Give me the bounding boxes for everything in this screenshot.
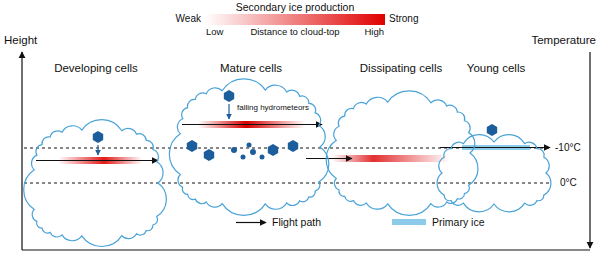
ice-fragment	[250, 149, 256, 155]
legend-entry: Flight path	[272, 216, 321, 228]
fall-arrow	[97, 145, 98, 155]
axis-label: Temperature	[531, 34, 596, 47]
gradient-bar	[205, 14, 385, 25]
scale-end: Low	[206, 27, 223, 38]
ice-crystal	[187, 140, 197, 152]
flight-path	[36, 160, 158, 161]
cloud-outline-path	[169, 79, 328, 216]
legend-title: Secondary ice production	[236, 1, 355, 13]
cloud-outline-path	[326, 91, 478, 216]
cloud-cell: Mature cells falling hydrometeors	[174, 62, 328, 210]
isotherm-label: 0°C	[560, 177, 577, 189]
cloud-outline	[26, 62, 166, 244]
legend-swatch	[392, 219, 426, 225]
ice-crystal	[288, 140, 298, 152]
legend-text: Primary ice	[432, 216, 485, 228]
cell-title: Developing cells	[54, 62, 138, 75]
cell-title: Young cells	[467, 62, 525, 75]
axis-label: Height	[4, 34, 37, 47]
cell-title: Mature cells	[220, 62, 282, 75]
ice-fragment	[231, 147, 237, 153]
flight-path	[182, 124, 322, 125]
scale-end: High	[364, 27, 384, 38]
ice-crystal	[93, 131, 103, 143]
ice-fragment	[260, 155, 265, 160]
legend-entry: Primary ice	[392, 216, 485, 228]
flight-path	[440, 147, 550, 148]
ice-fragment	[247, 143, 252, 148]
scale-caption: Distance to cloud-top	[250, 27, 339, 38]
cloud-cell: Young cells	[436, 62, 556, 210]
temperature-axis	[589, 52, 590, 248]
ice-crystal	[487, 124, 497, 136]
scale-end: Weak	[176, 13, 201, 25]
fall-arrow	[228, 104, 229, 119]
cloud-outline-path	[437, 135, 551, 212]
base-line	[22, 249, 590, 250]
cloud-cell: Developing cells	[26, 62, 166, 244]
cell-title: Dissipating cells	[360, 62, 442, 75]
scale-end: Strong	[389, 13, 418, 25]
isotherm-label: -10°C	[555, 142, 581, 154]
flight-path	[306, 158, 352, 159]
legend-arrow-sample	[236, 222, 266, 223]
cell-note: falling hydrometeors	[237, 103, 309, 112]
ice-fragment	[241, 155, 246, 160]
cloud-outline	[326, 62, 476, 210]
ice-crystal	[224, 90, 234, 102]
cloud-outline	[174, 62, 328, 210]
cloud-cell: Dissipating cells	[326, 62, 476, 210]
height-axis	[21, 52, 22, 250]
cloud-outline	[436, 62, 556, 210]
legend-text: Flight path	[272, 216, 321, 228]
ice-crystal	[204, 149, 214, 161]
ice-crystal	[268, 144, 278, 156]
cloud-outline-path	[24, 120, 167, 247]
